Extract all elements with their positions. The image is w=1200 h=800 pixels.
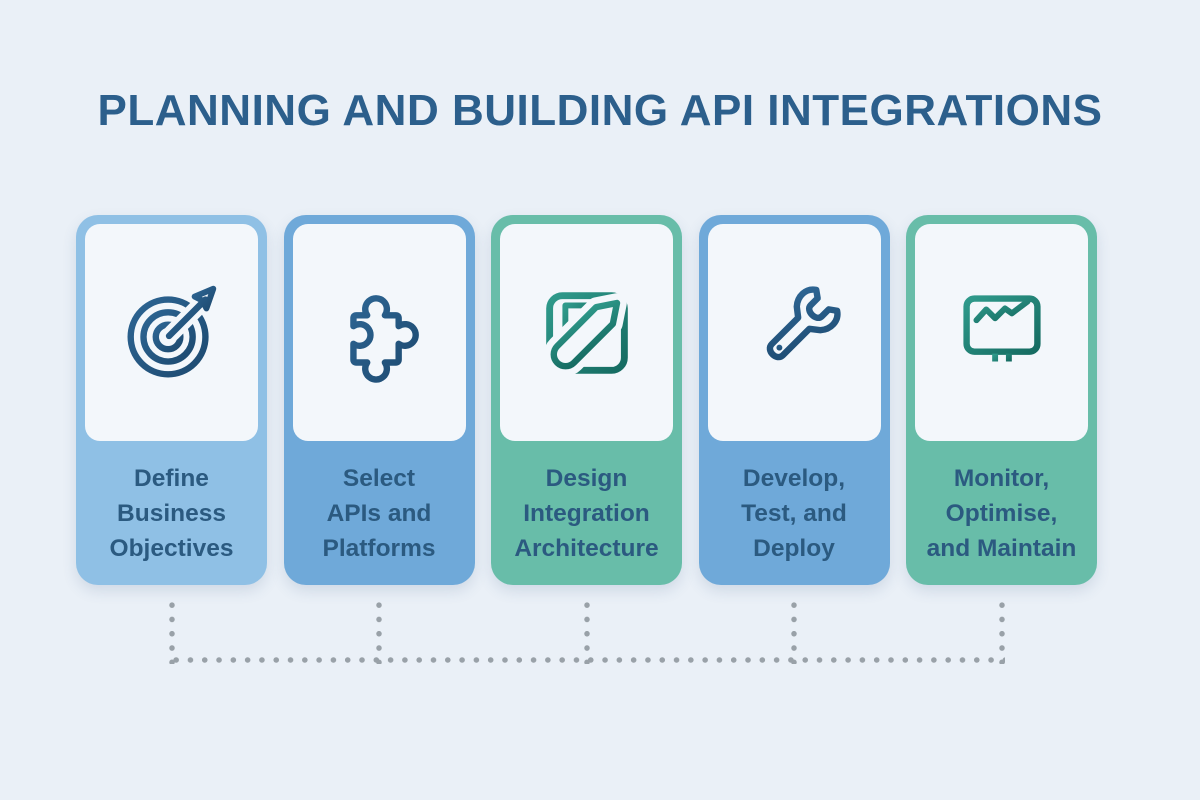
step-icon-panel <box>85 224 258 441</box>
monitor-chart-icon <box>962 294 1041 367</box>
connector-dotted-line-horizontal <box>169 657 1005 663</box>
target-icon <box>127 284 220 377</box>
steps-row: Define Business Objectives Select APIs a… <box>76 215 1097 585</box>
blueprint-pencil-icon <box>543 291 628 376</box>
wrench-icon <box>766 285 841 360</box>
connector-dotted-line-vertical-3 <box>583 598 590 664</box>
step-icon-panel <box>292 224 466 441</box>
step-card-monitor-maintain: Monitor, Optimise, and Maintain <box>906 215 1097 585</box>
step-card-develop-test-deploy: Develop, Test, and Deploy <box>698 215 890 585</box>
step-card-design-architecture: Design Integration Architecture <box>491 215 682 585</box>
connector-dotted-line-vertical-4 <box>791 598 797 664</box>
step-label: Select APIs and Platforms <box>322 464 436 562</box>
step-card-select-apis: Select APIs and Platforms <box>283 215 475 585</box>
connector-dotted-line-vertical-2 <box>376 598 382 664</box>
step-icon-panel <box>707 224 881 441</box>
step-icon-panel <box>915 224 1088 441</box>
step-label: Design Integration Architecture <box>514 464 659 562</box>
step-label: Develop, Test, and Deploy <box>741 464 847 562</box>
page-title: PLANNING AND BUILDING API INTEGRATIONS <box>97 86 1103 135</box>
step-label: Monitor, Optimise, and Maintain <box>926 464 1077 562</box>
connector-dotted-line-vertical-5 <box>998 598 1005 664</box>
connector-dotted-line-vertical-1 <box>168 598 175 664</box>
step-icon-panel <box>500 224 673 441</box>
step-label: Define Business Objectives <box>109 464 234 562</box>
puzzle-piece-icon <box>350 294 419 383</box>
step-card-define-objectives: Define Business Objectives <box>76 215 267 585</box>
